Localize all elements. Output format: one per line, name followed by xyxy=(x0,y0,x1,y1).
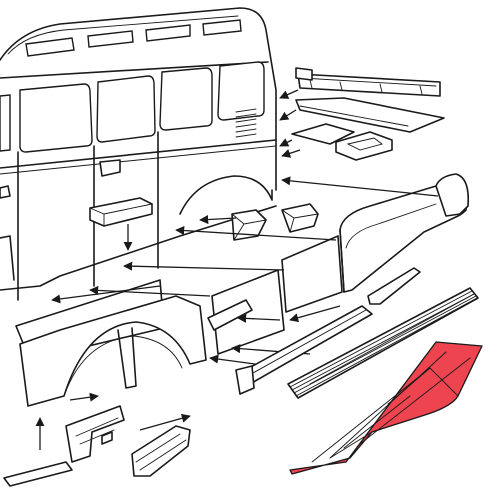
sill-channel-inner xyxy=(235,305,373,395)
engine-vents xyxy=(235,108,257,138)
bus-body xyxy=(0,7,277,301)
wheel-arch-front xyxy=(19,295,207,407)
jack-point xyxy=(281,203,319,233)
skylight-window xyxy=(25,37,75,57)
rear-crossmember xyxy=(295,67,441,97)
side-window xyxy=(217,61,265,121)
skylight-window xyxy=(87,30,134,48)
skylight-window xyxy=(145,24,191,42)
side-window xyxy=(19,83,93,153)
front-edge-strip xyxy=(3,461,73,487)
highlighted-floor-panel xyxy=(289,341,483,475)
step-bracket xyxy=(89,197,153,227)
running-board-ribbed xyxy=(287,287,479,399)
side-window xyxy=(0,94,11,152)
battery-tray xyxy=(291,123,393,161)
rear-floor-pan xyxy=(295,97,445,133)
floor-panel-red xyxy=(289,341,483,475)
jack-point xyxy=(231,209,267,241)
door-handle xyxy=(99,159,121,177)
outer-sill-rail xyxy=(367,267,421,305)
side-window xyxy=(96,75,156,143)
side-window xyxy=(159,67,213,131)
jacking-bracket xyxy=(65,405,125,463)
rear-quarter-panel xyxy=(339,173,470,293)
skylight-window xyxy=(202,19,242,36)
support-brace xyxy=(207,299,253,331)
seat-bracket xyxy=(131,425,191,477)
rocker-panel-rear xyxy=(281,235,343,313)
front-marker xyxy=(0,185,11,199)
